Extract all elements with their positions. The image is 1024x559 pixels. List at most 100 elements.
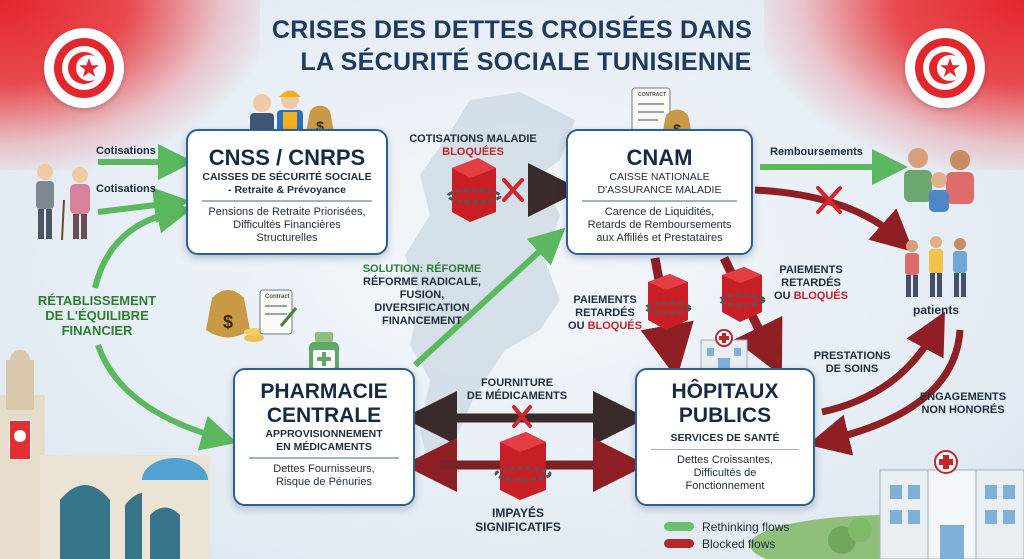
pharmacie-subtitle-2: EN MÉDICAMENTS <box>276 440 372 453</box>
legend-item-rethinking: Rethinking flows <box>664 518 789 535</box>
node-cnss: CNSS / CNRPS CAISSES DE SÉCURITÉ SOCIALE… <box>186 129 388 255</box>
mosque-illustration <box>0 350 210 559</box>
retablissement-line-3: FINANCIER <box>61 323 133 338</box>
node-cnam: CNAM CAISSE NATIONALE D'ASSURANCE MALADI… <box>566 129 753 255</box>
hopitaux-subtitle: SERVICES DE SANTÉ <box>670 432 780 444</box>
label-remboursements: Remboursements <box>770 146 863 158</box>
solution-line-2: FUSION, <box>399 289 445 301</box>
node-hopitaux: HÔPITAUX PUBLICS SERVICES DE SANTÉ Dette… <box>635 368 815 506</box>
impayes-1: IMPAYÉS <box>491 506 545 520</box>
cnam-title: CNAM <box>626 145 693 170</box>
solution-line-1: RÉFORME RADICALE, <box>363 276 481 288</box>
bloques-left: BLOQUÉS <box>587 320 642 332</box>
cnss-subtitle-1: CAISSES DE SÉCURITÉ SOCIALE <box>202 171 372 183</box>
label-patients: patients <box>913 303 960 317</box>
cnss-separator <box>202 200 372 202</box>
ou-right: OU <box>774 290 791 302</box>
label-impayes: IMPAYÉS SIGNIFICATIFS <box>458 506 578 534</box>
blocked-x-icon-cnam-patients <box>816 186 842 214</box>
svg-text:$: $ <box>316 118 324 134</box>
label-engagements: ENGAGEMENTS NON HONORÉS <box>918 391 1008 417</box>
label-cotisations-1: Cotisations <box>96 145 156 157</box>
contract-label-left: Contract <box>265 294 290 300</box>
hopitaux-separator <box>651 448 799 450</box>
paiements-right-1: PAIEMENTS <box>779 264 843 276</box>
cnam-desc-3: aux Affiliés et Prestataires <box>596 231 723 244</box>
svg-text:$: $ <box>223 312 233 332</box>
impayes-2: SIGNIFICATIFS <box>475 520 561 534</box>
tunisia-flag-icon-right <box>905 28 985 108</box>
engagements-2: NON HONORÉS <box>921 404 1005 416</box>
pharmacie-desc-1: Dettes Fournisseurs, <box>273 462 375 475</box>
legend: Rethinking flows Blocked flows <box>664 518 789 552</box>
cnam-desc-2: Retards de Remboursements <box>587 218 732 231</box>
arrow-engagements <box>807 329 964 456</box>
hopitaux-desc-2: Difficultés de <box>693 467 757 479</box>
legend-swatch-red <box>664 539 694 548</box>
engagements-1: ENGAGEMENTS <box>919 391 1007 403</box>
money-contract-icon-left: $ <box>206 289 298 342</box>
tunisia-flag-icon-left <box>44 28 124 108</box>
label-cotisations-maladie: COTISATIONS MALADIE BLOQUÉES <box>398 133 548 159</box>
retablissement-line-1: RÉTABLISSEMENT <box>37 293 157 308</box>
retablissement-line-2: DE L'ÉQUILIBRE <box>45 308 149 323</box>
cnss-title: CNSS / CNRPS <box>208 145 366 170</box>
bloques-right: BLOQUÉS <box>793 290 848 302</box>
arrow-retablissement-down <box>95 344 238 451</box>
solution-line-4: FINANCEMENT <box>381 315 463 327</box>
label-prestations: PRESTATIONS DE SOINS <box>812 350 892 376</box>
paiements-left-1: PAIEMENTS <box>573 294 637 306</box>
paiements-left-3: OU BLOQUÉS <box>562 320 648 333</box>
contract-label-top: CONTRACT <box>638 92 667 98</box>
legend-label-blocked: Blocked flows <box>702 536 776 551</box>
page-title: CRISES DES DETTES CROISÉES DANS LA SÉCUR… <box>0 14 1024 78</box>
medicine-bottle-icon <box>309 332 339 376</box>
arrow-prestations <box>821 311 945 416</box>
label-paiements-right: PAIEMENTS RETARDÉS OU BLOQUÉS <box>768 264 854 303</box>
cnam-subtitle-2: D'ASSURANCE MALADIE <box>597 183 722 196</box>
title-line-1: CRISES DES DETTES CROISÉES DANS <box>271 16 753 44</box>
bloquees-text: BLOQUÉES <box>442 146 504 158</box>
cnss-desc-2: Difficultés Financières <box>233 218 341 231</box>
chained-block-icon-paiements-left <box>644 274 692 330</box>
arrow-retablissement-up <box>92 197 193 289</box>
blocked-x-icon-top <box>502 178 524 202</box>
title-line-2: LA SÉCURITÉ SOCIALE TUNISIENNE <box>300 48 752 76</box>
hopitaux-title-1: HÔPITAUX <box>671 380 779 403</box>
ou-left: OU <box>568 320 585 332</box>
legend-swatch-green <box>664 522 694 531</box>
family-icon <box>904 148 974 212</box>
pharmacie-subtitle-1: APPROVISIONNEMENT <box>265 428 383 440</box>
arrow-solution-reforme <box>412 227 566 368</box>
hospital-illustration <box>750 450 1024 559</box>
fourniture-2: DE MÉDICAMENTS <box>466 390 568 402</box>
fourniture-1: FOURNITURE <box>480 377 554 389</box>
label-cotisations-2: Cotisations <box>96 183 156 195</box>
label-solution: SOLUTION: RÉFORME RÉFORME RADICALE, FUSI… <box>352 263 492 328</box>
node-pharmacie: PHARMACIE CENTRALE APPROVISIONNEMENT EN … <box>233 368 415 506</box>
cnss-subtitle-2: - Retraite & Prévoyance <box>228 183 346 196</box>
legend-label-rethinking: Rethinking flows <box>702 519 790 534</box>
label-fourniture: FOURNITURE DE MÉDICAMENTS <box>452 377 582 403</box>
pharmacie-desc-2: Risque de Pénuries <box>275 475 372 488</box>
paiements-right-2: RETARDÉS <box>781 277 841 289</box>
cnam-subtitle-1: CAISSE NATIONALE <box>609 171 710 183</box>
label-retablissement: RÉTABLISSEMENT DE L'ÉQUILIBRE FINANCIER <box>22 293 172 338</box>
chained-block-icon-paiements-right <box>718 267 766 322</box>
cnam-separator <box>582 200 737 202</box>
cnam-desc-1: Carence de Liquidités, <box>604 205 715 218</box>
solution-line-3: DIVERSIFICATION <box>374 302 470 314</box>
hopitaux-desc-1: Dettes Croissantes, <box>677 454 773 466</box>
pharmacie-separator <box>249 457 399 459</box>
hopitaux-desc-3: Fonctionnement <box>685 480 765 492</box>
chained-block-icon-top <box>446 158 502 222</box>
hopitaux-title-2: PUBLICS <box>678 404 772 427</box>
cnss-desc-3: Structurelles <box>256 231 318 244</box>
elderly-couple-icon <box>36 164 90 241</box>
prestations-1: PRESTATIONS <box>813 350 891 362</box>
blocked-x-icon-fourniture <box>512 405 532 428</box>
pharmacie-title-1: PHARMACIE <box>260 380 388 403</box>
